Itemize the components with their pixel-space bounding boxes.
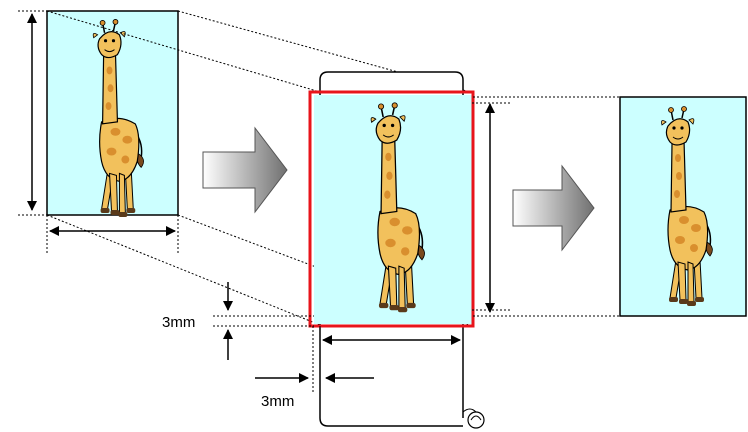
side-margin-label: 3mm — [261, 393, 294, 410]
paper-roll-curl-icon — [463, 409, 484, 428]
top-margin-label: 3mm — [162, 314, 195, 331]
original-width-indicator — [47, 215, 178, 255]
original-image — [47, 11, 178, 217]
right-arrow-icon — [513, 166, 594, 250]
enlarged-image — [314, 95, 472, 324]
top-margin-indicator: 3mm — [162, 282, 314, 360]
original-height-indicator — [18, 11, 47, 215]
right-arrow-icon — [203, 128, 287, 212]
result-image — [620, 97, 746, 316]
